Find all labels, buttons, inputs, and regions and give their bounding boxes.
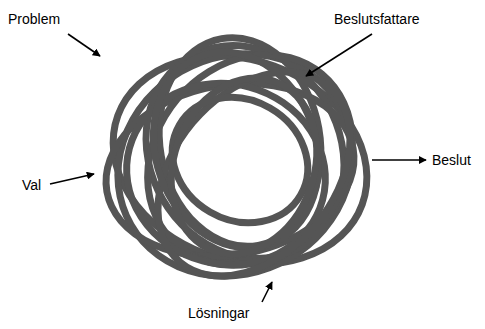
- leader-arrow: [262, 282, 272, 302]
- part-label: Beslut: [432, 151, 471, 169]
- part-label: Lösningar: [188, 304, 250, 322]
- part-label: Problem: [8, 10, 60, 28]
- leader-arrows: [50, 34, 426, 302]
- leader-arrow: [372, 159, 426, 161]
- leader-arrow: [68, 34, 100, 56]
- part-label: Beslutsfattare: [334, 10, 420, 28]
- scribble-ball: [77, 9, 396, 318]
- part-label: Val: [22, 176, 41, 194]
- leader-arrow: [306, 34, 372, 76]
- leader-arrow: [50, 174, 94, 184]
